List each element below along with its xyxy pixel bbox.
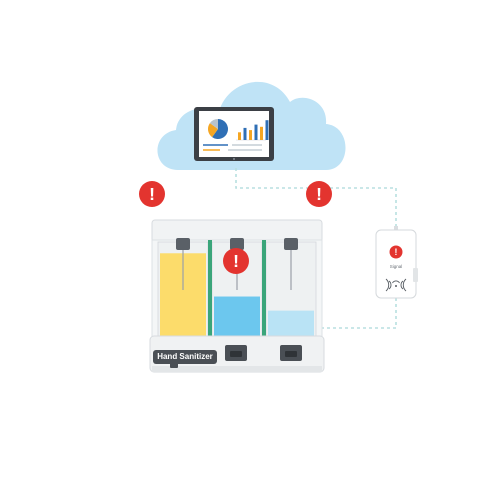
dispenser-label: Hand Sanitizer (153, 350, 217, 364)
liquid-level (214, 296, 260, 336)
liquid-level (268, 310, 314, 336)
dashboard-pie-chart (208, 119, 228, 139)
signal-sensor-device (375, 226, 418, 299)
svg-text:!: ! (316, 184, 322, 204)
bar (260, 126, 263, 140)
pie-slice (209, 119, 218, 129)
pie-slice (208, 123, 218, 138)
dispenser-compartment (157, 238, 209, 337)
bar (243, 127, 247, 140)
bar (265, 120, 269, 140)
svg-text:!: ! (233, 251, 239, 271)
dispenser-compartment (265, 238, 317, 337)
alert-icon-right: ! (306, 181, 332, 207)
bar (249, 130, 252, 140)
pie-slice (212, 119, 228, 139)
wifi-signal-icon (385, 278, 407, 292)
dashboard-bar-chart (236, 120, 269, 141)
network-connector (235, 168, 397, 329)
svg-text:!: ! (395, 247, 398, 257)
dispenser-nozzle (225, 345, 247, 361)
dispenser-nozzle (280, 345, 302, 361)
svg-text:!: ! (149, 184, 155, 204)
bar (238, 132, 241, 140)
sensor-label: Signal (389, 264, 403, 269)
alert-icon-left: ! (139, 181, 165, 207)
bar (254, 124, 258, 140)
tablet-dashboard-icon (194, 107, 274, 161)
alert-icon-center: ! (223, 248, 249, 274)
alert-icon-sensor: ! (389, 245, 403, 259)
